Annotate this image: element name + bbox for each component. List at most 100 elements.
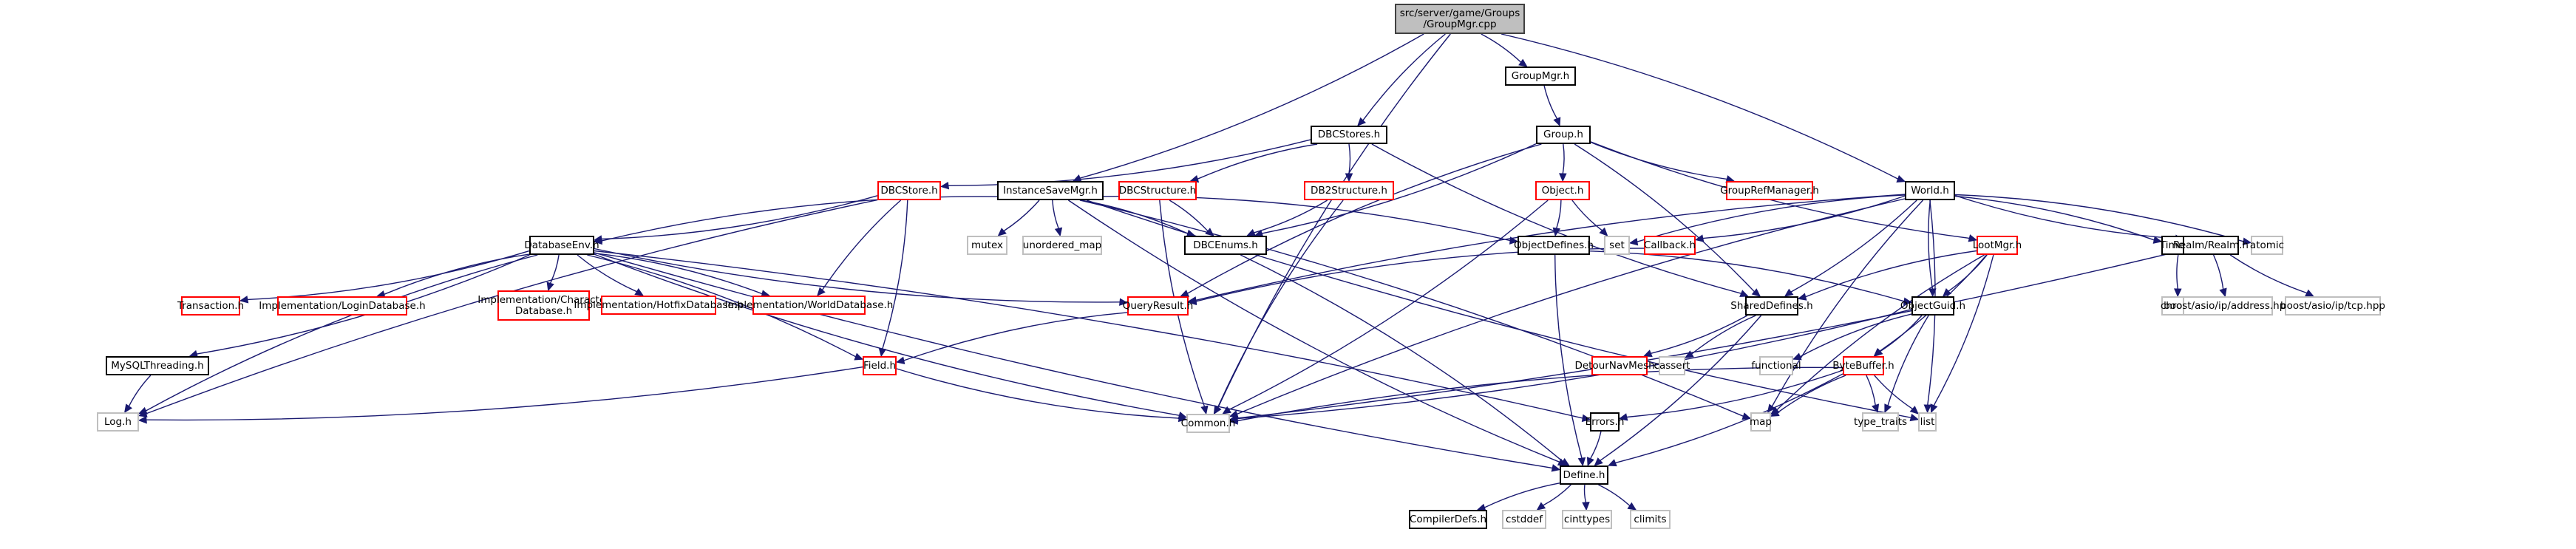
node-cassert[interactable]: cassert	[1654, 356, 1690, 375]
arrowhead-icon	[1930, 403, 1938, 414]
node-compilerdefs-h[interactable]: CompilerDefs.h	[1409, 510, 1487, 529]
edge-group-h-to-object-h	[1562, 143, 1565, 174]
arrowhead-icon	[1618, 413, 1628, 421]
arrowhead-icon	[2219, 287, 2227, 298]
node-errors-h[interactable]: Errors.h	[1586, 412, 1624, 432]
edge-instancesavemgr-h-to-mutex	[1003, 200, 1040, 232]
arrowhead-icon	[1599, 227, 1608, 236]
edge-root-to-dbcstores-h	[1362, 33, 1446, 121]
arrowhead-icon	[1942, 288, 1952, 297]
edge-realm-h-to-boost-tcp	[2229, 254, 2308, 294]
edge-world-h-to-timer-h	[1954, 195, 2155, 241]
node-dbcstore-h[interactable]: DBCStore.h	[877, 181, 941, 200]
node-climits[interactable]: climits	[1630, 510, 1671, 529]
node-mysqlthreading-h[interactable]: MySQLThreading.h	[106, 356, 209, 375]
arrowhead-icon	[1551, 464, 1561, 472]
arrowhead-icon	[1884, 403, 1892, 414]
edge-objectdefines-h-to-define-h	[1554, 254, 1583, 459]
node-transaction-h[interactable]: Transaction.h	[177, 296, 244, 316]
node-dbcstores-h[interactable]: DBCStores.h	[1311, 126, 1387, 144]
node-mutex[interactable]: mutex	[967, 236, 1007, 255]
node-logindatabase-h[interactable]: Implementation/LoginDatabase.h	[259, 296, 426, 316]
node-db2structure-h[interactable]: DB2Structure.h	[1304, 181, 1394, 200]
node-grouprefmanager-h[interactable]: GroupRefManager.h	[1720, 181, 1819, 200]
arrowhead-icon	[1577, 457, 1586, 467]
edge-root-to-common-h	[1217, 33, 1451, 408]
node-objectguid-h[interactable]: ObjectGuid.h	[1900, 296, 1965, 316]
edge-dbcstores-h-to-db2structure-h	[1348, 143, 1351, 174]
arrowhead-icon	[1770, 409, 1780, 417]
arrowhead-icon	[1909, 406, 1919, 415]
arrowhead-icon	[1345, 173, 1353, 183]
edge-callback-h-to-queryresult-h	[1195, 248, 1645, 302]
edge-objectguid-h-to-type-traits	[1887, 315, 1929, 406]
arrowhead-icon	[1607, 459, 1617, 467]
node-boost-tcp[interactable]: boost/asio/ip/tcp.hpp	[2280, 296, 2385, 316]
node-map[interactable]: map	[1750, 412, 1772, 432]
arrowhead-icon	[1536, 502, 1546, 511]
edge-realm-h-to-common-h	[1237, 250, 2184, 419]
arrowhead-icon	[1923, 404, 1932, 414]
edge-objectguid-h-to-common-h	[1237, 309, 1912, 420]
node-groupmgr-h[interactable]: GroupMgr.h	[1505, 67, 1576, 86]
arrowhead-icon	[1119, 298, 1129, 306]
node-type-traits[interactable]: type_traits	[1854, 412, 1907, 432]
node-group-h[interactable]: Group.h	[1536, 126, 1591, 144]
edge-group-h-to-shareddefines-h	[1574, 143, 1755, 293]
node-set[interactable]: set	[1604, 236, 1630, 255]
arrowhead-icon	[1228, 417, 1238, 425]
node-objectdefines-h[interactable]: ObjectDefines.h	[1514, 236, 1594, 255]
edge-bytebuffer-h-to-map	[1777, 375, 1846, 414]
node-characterdatabase-h[interactable]: Implementation/Character Database.h	[478, 290, 610, 321]
edge-field-h-to-log-h	[146, 366, 863, 421]
node-list[interactable]: list	[1918, 412, 1937, 432]
node-world-h[interactable]: World.h	[1905, 181, 1955, 200]
node-dbcenums-h[interactable]: DBCEnums.h	[1184, 236, 1267, 255]
arrowhead-icon	[1200, 405, 1209, 415]
node-cinttypes[interactable]: cinttypes	[1562, 510, 1612, 529]
node-queryresult-h[interactable]: QueryResult.h	[1123, 296, 1193, 316]
edge-databaseenv-h-to-queryresult-h	[594, 248, 1121, 303]
edge-dbcenums-h-to-define-h	[1240, 254, 1563, 463]
edge-root-to-instancesavemgr-h	[1080, 33, 1424, 179]
edge-group-h-to-lootmgr-h	[1590, 141, 1970, 239]
node-unordered-map[interactable]: unordered_map	[1022, 236, 1102, 255]
node-detournavmesh-h[interactable]: DetourNavMesh.h	[1574, 356, 1665, 375]
node-shareddefines-h[interactable]: SharedDefines.h	[1730, 296, 1813, 316]
edge-world-h-to-realm-h	[1954, 194, 2176, 239]
arrowhead-icon	[1909, 413, 1920, 422]
node-dbcstructure-h[interactable]: DBCStructure.h	[1118, 181, 1197, 200]
edge-mysqlthreading-h-to-log-h	[128, 375, 152, 407]
node-functional[interactable]: functional	[1751, 356, 1801, 375]
arrowhead-icon	[817, 287, 826, 296]
edge-object-h-to-objectdefines-h	[1556, 200, 1562, 229]
node-instancesavemgr-h[interactable]: InstanceSaveMgr.h	[997, 181, 1104, 200]
arrowhead-icon	[1213, 405, 1222, 415]
node-chrono[interactable]: chrono	[2161, 296, 2195, 316]
node-object-h[interactable]: Object.h	[1535, 181, 1590, 200]
node-hotfixdatabase-h[interactable]: Implementation/HotfixDatabase.h	[574, 296, 744, 315]
arrowhead-icon	[997, 228, 1007, 236]
node-worlddatabase-h[interactable]: Implementation/WorldDatabase.h	[725, 296, 893, 315]
node-cstddef[interactable]: cstddef	[1502, 510, 1546, 529]
node-boost-address[interactable]: boost/asio/ip/address.hpp	[2164, 296, 2292, 316]
node-define-h[interactable]: Define.h	[1560, 466, 1608, 485]
node-realm-h[interactable]: Realm/Realm.h	[2173, 236, 2249, 255]
edge-bytebuffer-h-to-type-traits	[1866, 375, 1876, 406]
node-callback-h[interactable]: Callback.h	[1644, 236, 1696, 255]
node-log-h[interactable]: Log.h	[97, 412, 139, 432]
node-bytebuffer-h[interactable]: ByteBuffer.h	[1832, 356, 1894, 375]
node-atomic[interactable]: atomic	[2250, 236, 2284, 255]
node-root[interactable]: src/server/game/Groups /GroupMgr.cpp	[1395, 4, 1525, 34]
arrowhead-icon	[546, 282, 554, 292]
edge-world-h-to-shareddefines-h	[1790, 200, 1917, 293]
edge-databaseenv-h-to-errors-h	[594, 250, 1583, 419]
node-common-h[interactable]: Common.h	[1181, 414, 1235, 433]
edge-dbcstores-h-to-shareddefines-h	[1371, 143, 1741, 294]
node-lootmgr-h[interactable]: LootMgr.h	[1973, 236, 2022, 255]
edge-bytebuffer-h-to-define-h	[1615, 373, 1843, 464]
arrowhead-icon	[1581, 414, 1591, 423]
node-field-h[interactable]: Field.h	[863, 356, 897, 375]
node-databaseenv-h[interactable]: DatabaseEnv.h	[524, 236, 599, 255]
